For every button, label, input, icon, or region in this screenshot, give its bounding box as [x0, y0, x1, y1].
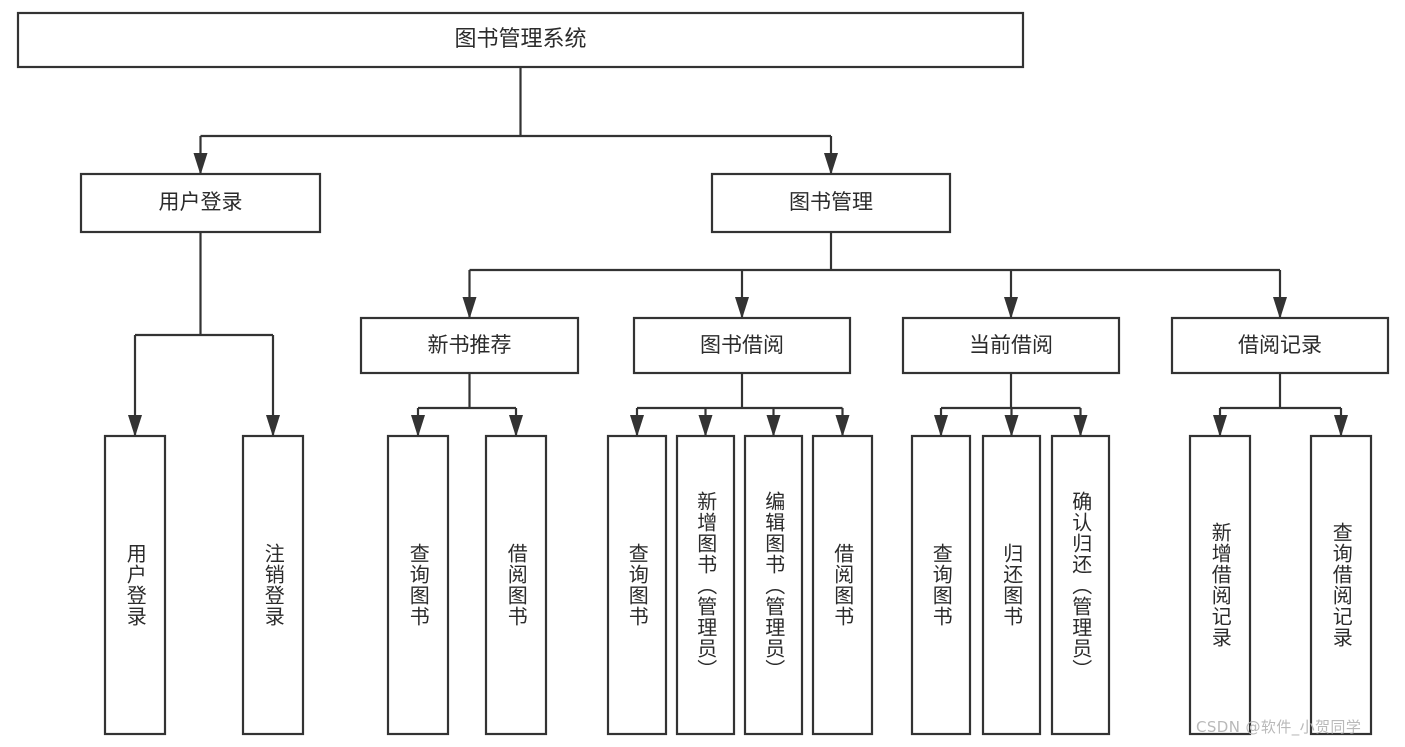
node-box-cur-confirm-return[interactable] — [1050, 434, 1111, 736]
node-box-current-borrow[interactable] — [901, 316, 1121, 375]
arrow-head-icon — [1004, 297, 1018, 319]
arrow-head-icon — [193, 153, 208, 175]
node-box-logout-leaf[interactable] — [241, 434, 305, 736]
arrow-head-icon — [1213, 415, 1227, 437]
arrow-head-icon — [411, 415, 425, 437]
node-box-borrow-add-book[interactable] — [675, 434, 736, 736]
node-box-user-login[interactable] — [79, 172, 322, 234]
node-box-borrow-query-book[interactable] — [606, 434, 668, 736]
arrow-head-icon — [509, 415, 523, 437]
arrow-head-icon — [1273, 297, 1287, 319]
node-box-new-book-recommend[interactable] — [359, 316, 580, 375]
node-box-book-borrow[interactable] — [632, 316, 852, 375]
arrow-head-icon — [630, 415, 644, 437]
node-box-borrow-borrow-book[interactable] — [811, 434, 874, 736]
arrow-head-icon — [128, 415, 142, 437]
node-box-root[interactable] — [16, 11, 1025, 69]
node-box-book-manage[interactable] — [710, 172, 952, 234]
node-box-cur-return-book[interactable] — [981, 434, 1042, 736]
arrow-head-icon — [934, 415, 948, 437]
arrow-head-icon — [1073, 415, 1088, 437]
node-box-rec-query-record[interactable] — [1309, 434, 1373, 736]
arrow-head-icon — [266, 415, 280, 437]
arrow-head-icon — [835, 415, 850, 437]
node-box-user-login-leaf[interactable] — [103, 434, 167, 736]
arrow-head-icon — [1004, 415, 1019, 437]
arrow-head-icon — [698, 415, 713, 437]
node-box-borrow-edit-book[interactable] — [743, 434, 804, 736]
arrow-head-icon — [1334, 415, 1348, 437]
edge-layer — [128, 67, 1348, 437]
node-box-borrow-record[interactable] — [1170, 316, 1390, 375]
box-layer — [16, 11, 1390, 736]
arrow-head-icon — [766, 415, 781, 437]
node-box-cur-query-book[interactable] — [910, 434, 972, 736]
arrow-head-icon — [462, 297, 477, 319]
watermark-text: CSDN @软件_小贺同学 — [1196, 718, 1362, 736]
node-box-rec-borrow-book[interactable] — [484, 434, 548, 736]
arrow-head-icon — [824, 153, 838, 175]
arrow-head-icon — [735, 297, 749, 319]
node-box-rec-add-record[interactable] — [1188, 434, 1252, 736]
node-box-rec-query-book[interactable] — [386, 434, 450, 736]
